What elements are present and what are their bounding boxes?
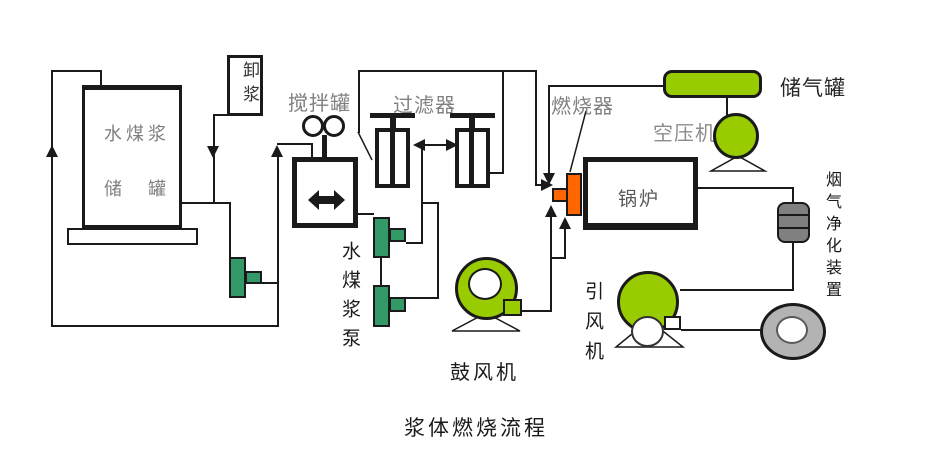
pipe-header-to-burner [535,70,537,186]
storage-pump-outlet [245,271,262,284]
storage-tank-base [67,228,198,245]
unload-slurry-box: 卸浆 [227,55,263,116]
flow-arrow-up-return [46,142,58,157]
pipe-bottom-run [51,325,279,327]
flue-gas-purifier [777,202,810,243]
pipe-pump-risers-jog [421,202,438,204]
pipe-storage-pump-out [262,282,279,284]
mixing-tank [292,157,358,228]
burner-label: 燃烧器 [551,96,614,118]
pipe-return-top [51,70,101,72]
boiler: 锅炉 [583,157,698,230]
slurry-pump-a-body [373,217,390,258]
agitator-arrow-bar [314,196,336,204]
draft-fan-label: 引风机 [582,281,603,371]
filter-1-top-bar [370,113,415,118]
pipe-top-slurry-header [358,70,537,72]
pipe-air-branch [550,257,566,259]
flow-arrow-down-unload [207,146,219,161]
storage-pump-body [229,257,246,298]
pipe-pump-a-riser [421,146,423,244]
draft-fan-inlet-circle [631,316,664,347]
slurry-storage-tank [82,85,182,228]
draft-fan-outlet [664,316,681,330]
pipe-tank-outlet [182,202,231,204]
pipe-between-filters [418,144,450,146]
blower-inlet-circle [468,268,502,300]
pipe-air-branch-riser [564,225,566,259]
pipe-blower-riser [550,213,552,312]
storage-tank-label-line2: 储 罐 [104,179,170,199]
agitator-arrow-right [334,190,348,210]
pipe-header-left-drop [358,70,360,133]
mixing-tank-label: 搅拌罐 [288,93,351,115]
filter-2-stem [469,117,475,129]
gas-tank-label: 储气罐 [780,77,846,100]
pipe-to-storage-pump [229,202,231,257]
mixer-motor-circle-right [323,115,345,137]
slurry-pump-a-outlet [389,228,406,242]
compressor-label: 空压机 [653,123,716,145]
pipe-boiler-flue-out [698,187,794,189]
diagram-title: 浆体燃烧流程 [404,417,548,440]
purifier-label: 烟气净化装置 [823,171,840,303]
boiler-label: 锅炉 [618,189,661,210]
pipe-fan-to-stack [681,329,761,331]
purifier-divider-2 [778,227,809,229]
filter-2-center-line [469,131,474,185]
pipe-between-pumps [380,258,382,286]
pipe-flue-down-to-purifier [792,187,794,203]
filter-inlet-diagonal-pipe [357,131,373,161]
pipe-gas-tank-to-burner [548,85,664,87]
unload-slurry-label: 卸浆 [240,61,259,109]
flow-arrow-air-down [543,173,555,188]
pipe-pump-a-out [406,242,423,244]
pipe-filter2-riser [502,71,504,174]
chimney-stack-hole [776,316,808,344]
chimney-stack-ring [760,303,826,360]
filter-label: 过滤器 [393,95,456,117]
slurry-pump-label: 水煤浆泵 [339,241,360,357]
gas-storage-tank [663,70,762,98]
pipe-air-drop-to-burner [548,85,550,175]
air-compressor [713,113,759,159]
flow-arrow-up-to-mixing [271,142,283,157]
pipe-compressor-to-tank [726,97,728,115]
purifier-divider-1 [778,214,809,216]
filter-1-center-line [390,131,395,185]
storage-tank-label-line1: 水煤浆 [104,124,170,144]
pipe-mixing-feed-top [277,143,313,145]
flow-arrow-right-filter2 [446,139,461,151]
burner-body [566,173,582,216]
pipe-unload-drop [213,114,215,202]
pipe-unload-elbow [213,114,229,116]
flow-arrow-air-secondary [559,214,571,229]
pipe-riser-to-mixing [277,152,279,327]
slurry-pump-b-body [373,285,390,327]
flow-arrow-left-filter1 [410,139,425,151]
slurry-pump-b-outlet [389,297,406,312]
pipe-to-draft-fan [680,289,794,291]
pipe-mixing-outlet [358,213,374,215]
mixer-motor-circle-left [302,115,324,137]
pipe-pump-b-riser [437,202,439,299]
agitator-arrow-left [305,190,319,210]
pipe-filter2-outlet [489,172,504,174]
pipe-blower-out [521,310,552,312]
blower-label: 鼓风机 [450,362,519,384]
flow-arrow-air-primary [545,202,557,217]
pipe-purifier-to-fan [792,243,794,291]
filter-2-top-bar [450,113,495,118]
filter-1-stem [390,117,396,129]
pipe-pump-b-out [406,297,439,299]
pipe-return-left [51,70,53,327]
blower-outlet [503,299,522,316]
